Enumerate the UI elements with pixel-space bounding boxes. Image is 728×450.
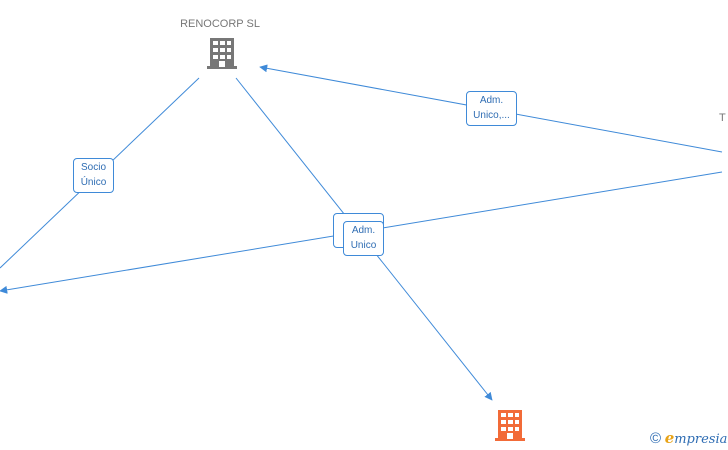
edge-label-line: Socio	[80, 162, 106, 173]
edge-label-line: Unico	[350, 240, 377, 251]
edge-label-line: Adm.	[479, 95, 504, 106]
node-label-renocorp[interactable]: RENOCORP SL	[180, 18, 260, 30]
edge-label-line: Unico,...	[473, 110, 510, 121]
edge-label-adm-unico-2[interactable]: Adm. Unico	[343, 221, 384, 256]
building-icon	[495, 410, 525, 441]
empresia-watermark: © empresia	[650, 429, 727, 447]
edge-label-line: Adm.	[351, 225, 376, 236]
building-icon	[207, 38, 237, 69]
copyright-icon: ©	[650, 430, 662, 447]
edge-label-adm-unico-1[interactable]: Adm. Unico,...	[466, 91, 517, 126]
brand-logo-initial: e	[664, 429, 675, 447]
node-label-right-partial[interactable]: T	[719, 112, 726, 124]
brand-logo-text: mpresia	[674, 432, 728, 447]
edge-label-line: Único	[80, 177, 107, 188]
edge-label-socio-unico[interactable]: Socio Único	[73, 158, 114, 193]
